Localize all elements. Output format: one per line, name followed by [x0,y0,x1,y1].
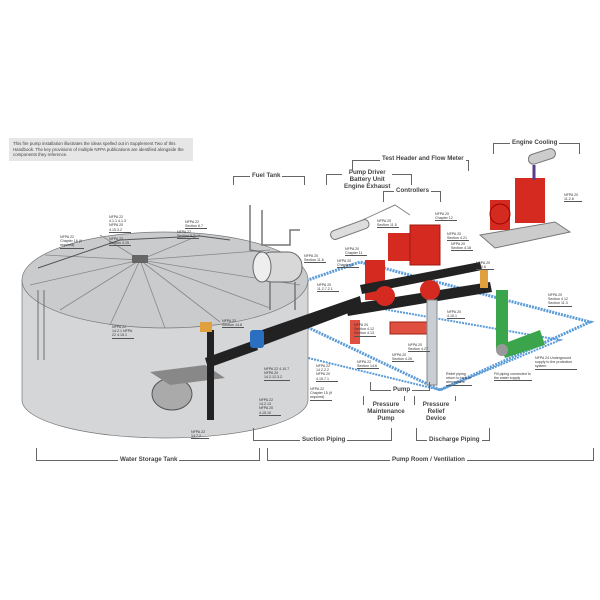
callout: NFPA 22 Section 4.15 [109,237,131,247]
water-storage-tank [21,231,309,439]
label-test-header: Test Header and Flow Meter [380,155,466,162]
callout: NFPA 20 Section 4.12 Section 4.13 [354,323,376,337]
callout: NFPA 20 11.2.8 [564,193,582,203]
label-test-header-text: Test Header and Flow Meter [382,155,464,162]
label-pump-driver: Pump Driver Battery Unit Engine Exhaust [342,169,393,191]
callout: NFPA 22 Chapter 15 (if required) [310,387,332,401]
callout: NFPA 20 4.10.6 [476,261,494,271]
callout: NFPA 20 Section 11.6 [304,254,326,264]
callout: NFPA 20 Section 4.12 Section 11.3 [548,293,572,307]
callout: NFPA 22 Chapter 16 (if required) [60,235,84,249]
label-pump-driver-text: Pump Driver [348,169,386,176]
callout: NFPA 22 14.2.2.2 NFPA 20 4.15.7.1 [316,364,338,382]
callout: NFPA 20 Section 4.21 [447,232,469,242]
callout: NFPA 20 Chapter 12 [435,212,457,222]
label-water-storage-tank: Water Storage Tank [118,456,180,463]
engine-cooling-unit [478,148,572,249]
label-pressure-maintenance-pump: Pressure Maintenance Pump [364,401,408,422]
callout: NFPA 20 Section 4.18 [451,242,473,252]
label-engine-exhaust: Engine Exhaust [344,182,391,190]
label-fuel-tank: Fuel Tank [250,172,283,179]
callout: NFPA 22 Section 6.7 [185,220,207,230]
callout: NFPA 20 Chapter 11 [345,247,367,257]
callout: NFPA 20 Section 4.27 [408,343,430,353]
underground-supply [496,290,545,358]
label-controllers: Controllers [394,187,432,194]
callout: NFPA 22 4.10.7 NFPA 20 14.2.12.3.2 [264,367,290,381]
callout: NFPA 22 Section 5.7 [177,230,199,240]
label-suction-piping: Suction Piping [300,436,348,443]
callout: NFPA 20 11.2.7.2.1 [317,283,339,293]
label-pump-room: Pump Room / Ventilation [390,456,467,463]
callout: NFPA 20 Chapter 6 [337,259,359,269]
callout: NFPA 20 Section 11.5 [377,219,399,229]
intro-text: This fire pump installation illustrates … [9,138,193,161]
callout: NFPA 22 14.7.2 [191,430,209,440]
callout: NFPA 22 Section 14.8 [222,319,244,329]
callout: NFPA 22 14.2.1 NFPA 22 4.15.1 [112,325,134,339]
label-pump: Pump [391,386,413,393]
callout: Relief piping return to tank or atmosphe… [446,372,472,386]
label-battery-unit: Battery Unit [349,175,385,183]
callout: NFPA 20 Section 4.26 [392,353,414,363]
callout: NFPA 24 Underground supply to the protec… [535,356,577,370]
callout: NFPA 22 4.1.1 4.1.3 NFPA 20 4.15.3.2 [109,215,131,233]
suction-piping [200,296,362,420]
fuel-tank [249,205,303,310]
label-pressure-relief-device: Pressure Relief Device [415,401,457,422]
pump-assembly [329,204,492,386]
label-engine-cooling: Engine Cooling [510,139,560,146]
pump-room-outline [246,260,595,392]
callout: Fill piping connected to the water suppl… [494,372,532,382]
callout: NFPA 22 Section 14.6 [357,360,379,370]
callout: NFPA 20 4.10.1 [447,310,465,320]
label-discharge-piping: Discharge Piping [427,436,482,443]
callout: NFPA 22 14.2.13 NFPA 20 4.15.10 [259,398,281,416]
